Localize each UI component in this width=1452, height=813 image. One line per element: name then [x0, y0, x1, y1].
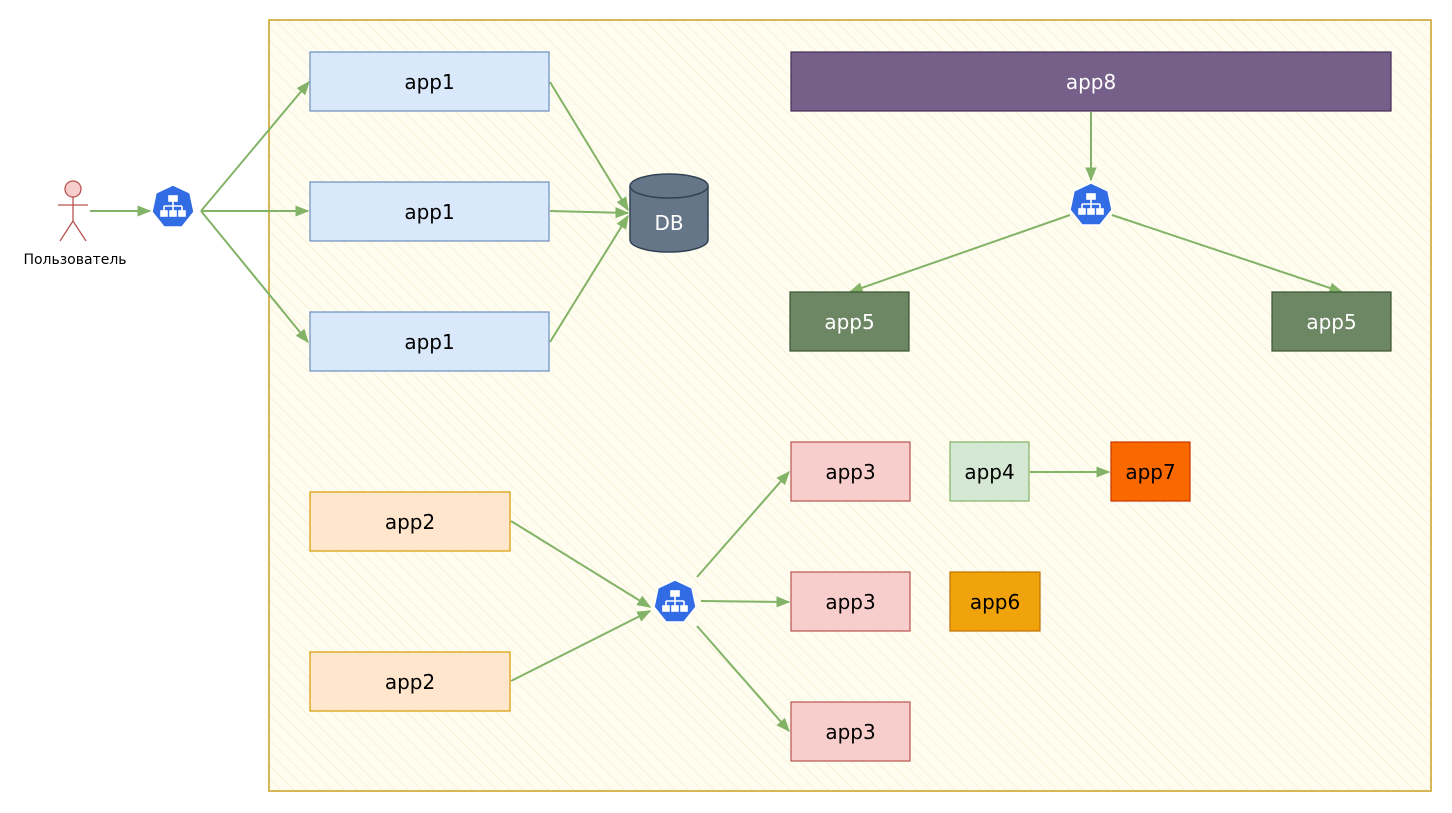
- app-label: app5: [1306, 310, 1356, 334]
- edge-app1_c-to-db: [549, 214, 629, 343]
- app-label: app6: [970, 590, 1020, 614]
- app-label: app2: [385, 670, 435, 694]
- edge-app1_b-to-db: [549, 207, 630, 219]
- app-box-app2-a[interactable]: app2: [309, 491, 511, 552]
- database[interactable]: DB: [629, 173, 709, 253]
- app-box-app3-c[interactable]: app3: [790, 701, 911, 762]
- load-balancer-3[interactable]: [653, 579, 697, 623]
- app-label: app8: [1066, 70, 1116, 94]
- edge-lb3-to-app3_c: [696, 625, 790, 733]
- app-box-app1-c[interactable]: app1: [309, 311, 550, 372]
- database-label: DB: [654, 211, 683, 235]
- app-label: app3: [825, 590, 875, 614]
- app-box-app1-b[interactable]: app1: [309, 181, 550, 242]
- stick-figure-icon: [58, 180, 88, 242]
- app-box-app3-a[interactable]: app3: [790, 441, 911, 502]
- app-box-app4[interactable]: app4: [949, 441, 1030, 502]
- app-label: app3: [825, 460, 875, 484]
- app-box-app1-a[interactable]: app1: [309, 51, 550, 112]
- edge-lb1-to-app1_c: [200, 210, 309, 344]
- edge-lb3-to-app3_b: [700, 596, 791, 608]
- load-balancer-1[interactable]: [151, 184, 195, 228]
- app-box-app7[interactable]: app7: [1110, 441, 1191, 502]
- load-balancer-2[interactable]: [1069, 182, 1113, 226]
- app-box-app2-b[interactable]: app2: [309, 651, 511, 712]
- app-box-app8[interactable]: app8: [790, 51, 1392, 112]
- load-balancer-icon: [1069, 182, 1113, 226]
- app-box-app3-b[interactable]: app3: [790, 571, 911, 632]
- edge-group: [90, 80, 1344, 733]
- database-icon: [629, 173, 709, 253]
- edge-lb3-to-app3_a: [696, 470, 790, 578]
- load-balancer-icon: [653, 579, 697, 623]
- app-label: app1: [404, 330, 454, 354]
- app-box-app6[interactable]: app6: [949, 571, 1041, 632]
- app-box-app5-b[interactable]: app5: [1271, 291, 1392, 352]
- edge-app1_a-to-db: [549, 81, 629, 212]
- app-label: app1: [404, 70, 454, 94]
- app-label: app3: [825, 720, 875, 744]
- app-label: app1: [404, 200, 454, 224]
- edge-app2_b-to-lb3: [510, 610, 652, 682]
- app-label: app4: [964, 460, 1014, 484]
- app-label: app5: [824, 310, 874, 334]
- load-balancer-icon: [151, 184, 195, 228]
- edge-app2_a-to-lb3: [510, 520, 652, 608]
- app-box-app5-a[interactable]: app5: [789, 291, 910, 352]
- user-label: Пользователь: [23, 252, 126, 268]
- app-label: app7: [1125, 460, 1175, 484]
- edge-lb1-to-app1_a: [200, 80, 310, 212]
- edge-lb2-to-app5_a: [848, 214, 1071, 294]
- edge-lb2-to-app5_b: [1111, 214, 1344, 294]
- app-label: app2: [385, 510, 435, 534]
- user-actor[interactable]: Пользователь: [23, 180, 127, 268]
